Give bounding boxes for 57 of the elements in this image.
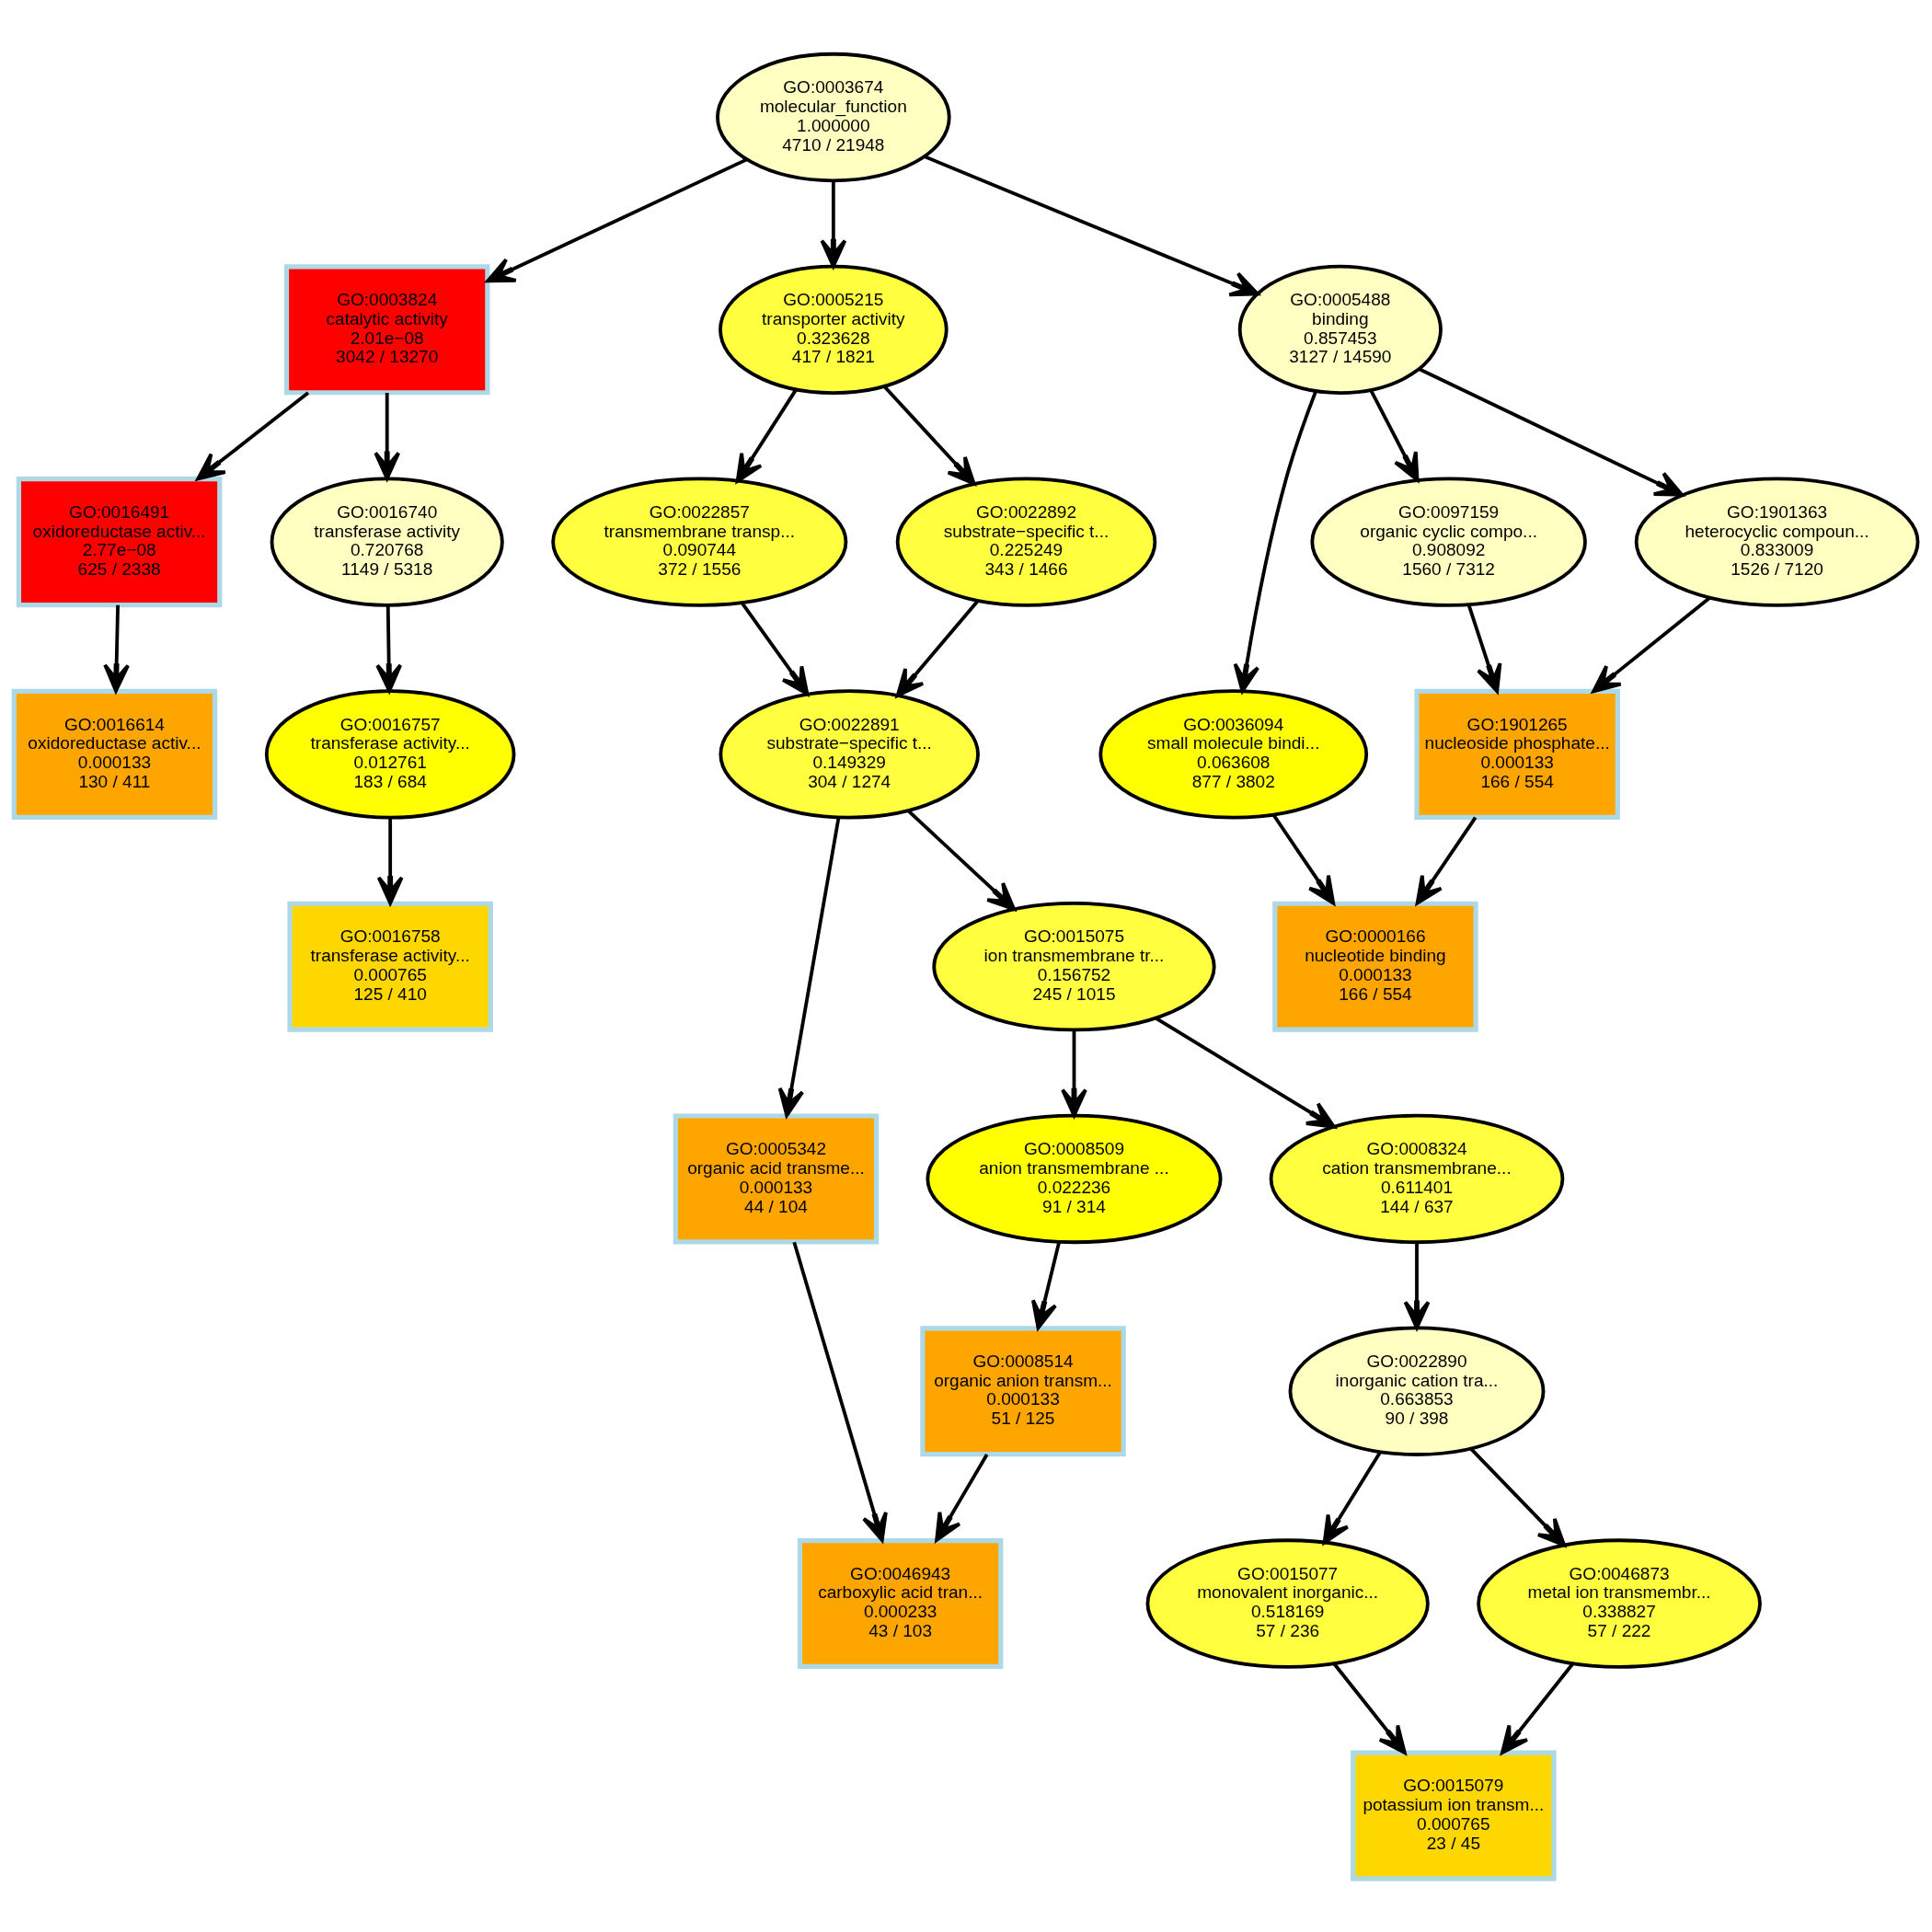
arrow [1061,1029,1087,1117]
node-ellipse: GO:0022891 substrate−specific t... 0.149329 304 / 1274 [719,688,980,820]
arrow [374,392,401,480]
arrow [735,387,798,483]
arrow [1415,816,1478,905]
node-box: GO:0005342 organic acid transme... 0.000133 44 / 104 [673,1112,880,1244]
node-ellipse: GO:0022892 substrate−specific t... 0.225249 343 / 1466 [895,476,1157,607]
arrow [1403,1241,1431,1329]
node-box: GO:0016758 transferase activity... 0.000765 125 / 410 [287,901,493,1032]
arrow [1501,1662,1575,1754]
arrow [882,385,976,486]
node-box: GO:0016491 oxidoreductase activ... 2.77e−08 625 / 2338 [16,476,223,607]
node-ellipse: GO:0003674 molecular_function 1.000000 4710 / 21948 [716,52,951,182]
node-ellipse: GO:0005488 binding 0.857453 3127 / 14590 [1237,264,1443,395]
node-box: GO:0016614 oxidoreductase activ... 0.000133 130 / 411 [11,688,218,820]
node-box: GO:0015079 potassium ion transm... 0.000765 23 / 45 [1351,1750,1557,1881]
node-box: GO:0003824 catalytic activity 2.01e−08 3042 / 13270 [283,263,490,395]
arrow [895,599,980,697]
arrow [375,604,403,693]
arrow [1466,604,1502,693]
node-ellipse: GO:0016757 transferase activity... 0.012761 183 / 684 [264,688,516,820]
arrow [820,179,847,268]
arrow [1031,1241,1061,1329]
node-ellipse: GO:0022857 transmembrane transp... 0.090744 372 / 1556 [551,476,848,607]
node-ellipse: GO:0097159 organic cyclic compo... 0.908092 1560 / 7312 [1310,476,1587,607]
arrow [1592,596,1711,693]
arrow [924,154,1259,296]
node-box: GO:0008514 organic anion transm... 0.000133 51 / 125 [920,1325,1126,1456]
arrow [907,809,1016,911]
node-box: GO:1901265 nucleoside phosphate... 0.000133 166 / 554 [1414,688,1620,820]
node-ellipse: GO:0046873 metal ion transmembr... 0.338827 57 / 222 [1477,1537,1762,1669]
arrow [103,604,130,693]
node-box: GO:0046943 carboxylic acid tran... 0.000233 43 / 103 [797,1537,1004,1669]
arrow [1369,388,1420,481]
node-ellipse: GO:0008509 anion transmembrane ... 0.022236 91 / 314 [926,1113,1223,1244]
arrow [741,601,810,696]
arrow [1419,367,1684,497]
arrow [1233,390,1317,693]
arrow [196,391,310,480]
node-ellipse: GO:0016740 transferase activity 0.720768 1149 / 5318 [270,476,504,607]
arrow [1155,1016,1336,1129]
arrow [777,816,841,1117]
node-box: GO:0000166 nucleotide binding 0.000133 166 / 554 [1272,901,1478,1032]
arrow [1332,1662,1407,1754]
arrow [486,157,748,282]
node-ellipse: GO:0015075 ion transmembrane tr... 0.156752 245 / 1015 [932,901,1216,1031]
arrow [935,1453,989,1542]
arrow [792,1241,888,1542]
node-ellipse: GO:1901363 heterocyclic compoun... 0.833009 1526 / 7120 [1634,476,1920,607]
node-ellipse: GO:0022890 inorganic cation tra... 0.663853 90 / 398 [1288,1326,1546,1456]
arrow [1469,1447,1567,1547]
node-ellipse: GO:0008324 cation transmembrane... 0.611401 144 / 637 [1269,1113,1565,1244]
node-ellipse: GO:0005215 transporter activity 0.323628 417 / 1821 [719,264,949,395]
node-ellipse: GO:0036094 small molecule bindi... 0.063608 877 / 3802 [1098,688,1369,820]
arrow [1322,1451,1382,1544]
node-ellipse: GO:0015077 monovalent inorganic... 0.518169 57 / 236 [1145,1537,1430,1669]
arrow [376,817,404,905]
